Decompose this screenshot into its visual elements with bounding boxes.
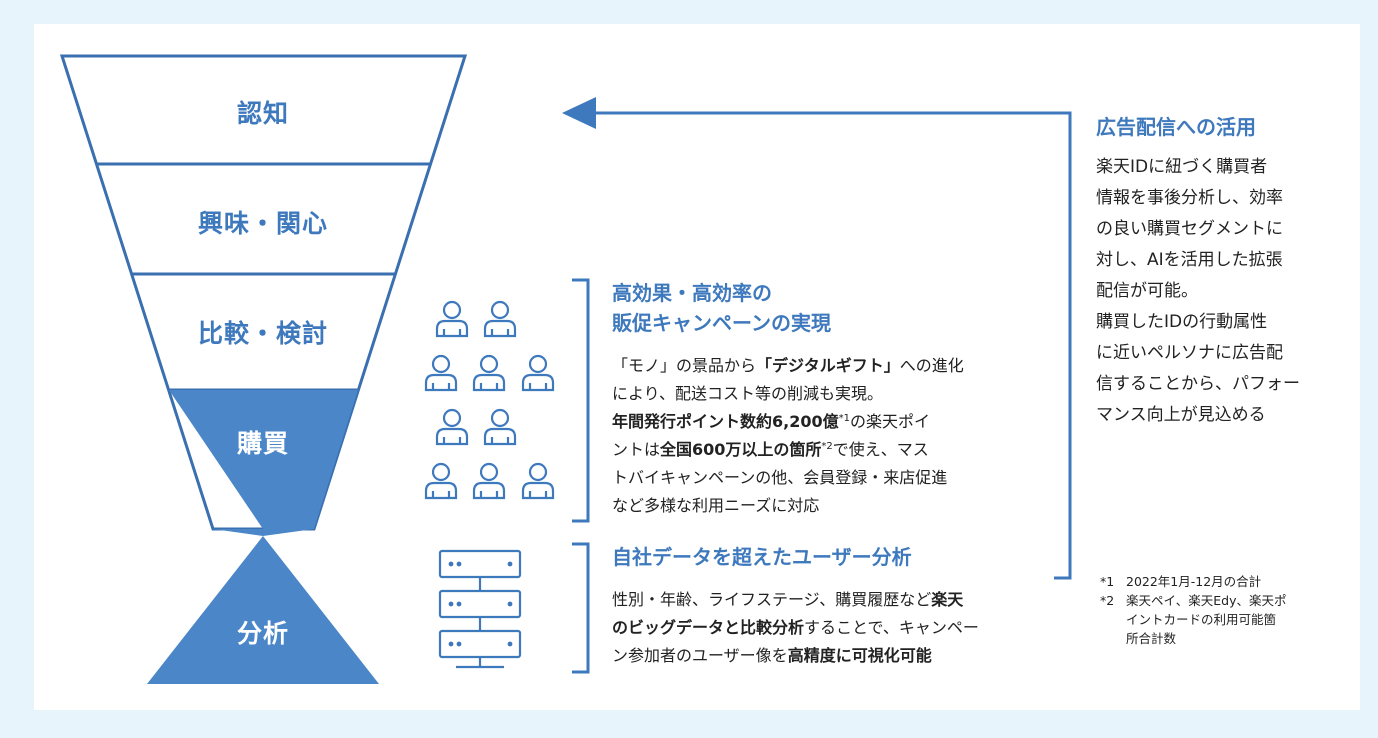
ads-body-line: マンス向上が見込める bbox=[1096, 405, 1266, 425]
bracket-campaign bbox=[572, 278, 590, 523]
funnel-diagram bbox=[59, 54, 1072, 684]
feedback-arrow-head bbox=[562, 97, 596, 129]
ads-body-line: 対し、AIを活用した拡張 bbox=[1096, 250, 1283, 270]
server-rack-icon bbox=[438, 549, 522, 669]
person-icon bbox=[472, 354, 506, 392]
ads-heading: 広告配信への活用 bbox=[1096, 115, 1256, 139]
stage-interest-label: 興味・関心 bbox=[197, 209, 328, 238]
funnel-purchase-fill bbox=[169, 390, 358, 529]
person-icon bbox=[424, 462, 458, 500]
campaign-body: 「モノ」の景品から「デジタルギフト」への進化 により、配送コスト等の削減も実現。… bbox=[612, 356, 964, 515]
stage-consideration-label: 比較・検討 bbox=[197, 319, 328, 348]
person-icon bbox=[424, 354, 458, 392]
person-icon bbox=[435, 408, 469, 446]
funnel-purchase-tip bbox=[213, 529, 314, 536]
ads-body-line: 情報を事後分析し、効率 bbox=[1096, 188, 1283, 208]
funnel-analysis-fill bbox=[147, 536, 379, 684]
ads-body-line: に近いペルソナに広告配 bbox=[1096, 343, 1283, 363]
campaign-heading: 高効果・高効率の 販促キャンペーンの実現 bbox=[612, 281, 831, 335]
person-icon bbox=[483, 300, 517, 338]
diagram-panel: 認知 興味・関心 比較・検討 購買 分析 高効果・高効率の 販促キャンペーンの実… bbox=[34, 24, 1360, 710]
analysis-body: 性別・年齢、ライフステージ、購買履歴など楽天 のビッグデータと比較分析することで… bbox=[612, 590, 979, 665]
stage-awareness-label: 認知 bbox=[236, 99, 289, 128]
feedback-arrow-line bbox=[594, 111, 1072, 580]
ads-body-line: 楽天IDに紐づく購買者 bbox=[1096, 157, 1268, 177]
person-icon bbox=[435, 300, 469, 338]
ads-body-line: 購買したIDの行動属性 bbox=[1096, 312, 1268, 332]
people-icon bbox=[424, 300, 555, 500]
ads-body-line: 信することから、パフォー bbox=[1096, 374, 1300, 394]
stage-analysis-label: 分析 bbox=[236, 619, 289, 648]
analysis-heading: 自社データを超えたユーザー分析 bbox=[612, 545, 912, 569]
person-icon bbox=[521, 354, 555, 392]
bracket-analysis bbox=[572, 542, 590, 674]
person-icon bbox=[472, 462, 506, 500]
stage-purchase-label: 購買 bbox=[236, 429, 289, 458]
ads-body: 楽天IDに紐づく購買者情報を事後分析し、効率の良い購買セグメントに対し、AIを活… bbox=[1096, 152, 1336, 431]
person-icon bbox=[483, 408, 517, 446]
ads-body-line: 配信が可能。 bbox=[1096, 281, 1198, 301]
ads-body-line: の良い購買セグメントに bbox=[1096, 219, 1283, 239]
person-icon bbox=[521, 462, 555, 500]
